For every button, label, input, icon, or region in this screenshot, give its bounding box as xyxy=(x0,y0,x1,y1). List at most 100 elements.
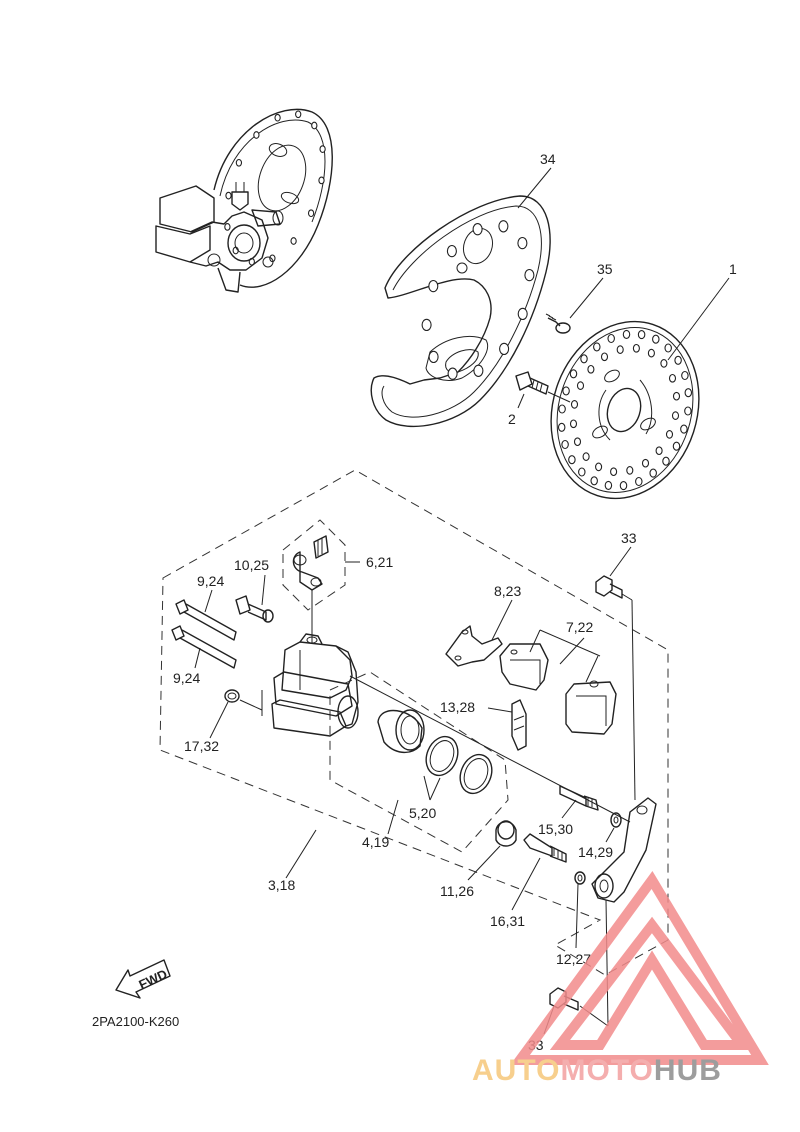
plug-17-32 xyxy=(224,689,263,716)
callout-6-21[interactable]: 6,21 xyxy=(366,554,393,570)
vent-hole xyxy=(428,350,439,364)
callout-33-top[interactable]: 33 xyxy=(621,530,637,546)
piston-kit-outline xyxy=(329,671,509,853)
reference-caliper xyxy=(155,182,284,293)
vent-hole xyxy=(587,364,595,374)
vent-hole xyxy=(665,430,674,439)
brake-pad-front xyxy=(499,643,549,691)
vent-hole xyxy=(604,480,613,490)
pin-9-24-lower xyxy=(171,625,237,669)
vent-hole xyxy=(668,373,677,383)
watermark-logo: AUTOMOTOHUB xyxy=(472,870,769,1087)
shim-13-28 xyxy=(511,699,527,751)
vent-hole xyxy=(576,381,585,390)
bolt-15-30 xyxy=(559,785,599,811)
pin-9-24-upper xyxy=(175,599,237,641)
disc-guard xyxy=(370,195,551,428)
vent-hole xyxy=(428,279,439,293)
vent-hole xyxy=(447,367,458,380)
brake-disc-1 xyxy=(550,320,700,500)
bleeder-set-outline xyxy=(282,519,346,611)
vent-hole xyxy=(295,110,302,119)
vent-hole xyxy=(655,446,663,456)
vent-hole xyxy=(274,113,281,122)
seal-outer xyxy=(425,735,459,777)
callout-1[interactable]: 1 xyxy=(729,261,737,277)
vent-hole xyxy=(641,458,650,468)
bolt-16-31 xyxy=(523,833,567,863)
vent-hole xyxy=(662,456,670,466)
vent-hole xyxy=(318,176,325,185)
vent-hole xyxy=(517,236,528,250)
pads-bracket-line xyxy=(529,629,601,683)
pad-spring-8-23 xyxy=(445,625,503,667)
vent-hole xyxy=(473,364,484,377)
callout-13-28[interactable]: 13,28 xyxy=(440,699,475,715)
callout-9-24-top[interactable]: 9,24 xyxy=(197,573,224,589)
washer-14-29 xyxy=(610,812,622,828)
bolt-2 xyxy=(515,371,571,403)
axis-line-pins xyxy=(349,675,631,823)
vent-hole xyxy=(680,424,688,434)
vent-hole xyxy=(635,476,643,487)
watermark-triangle xyxy=(510,870,769,1065)
callout-4-19[interactable]: 4,19 xyxy=(362,834,389,850)
vent-hole xyxy=(569,369,578,379)
vent-hole xyxy=(562,386,570,396)
callout-3-18[interactable]: 3,18 xyxy=(268,877,295,893)
callout-8-23[interactable]: 8,23 xyxy=(494,583,521,599)
vent-hole xyxy=(319,145,326,153)
callout-labels: 1 34 35 2 33 6,21 10,25 9,24 8,23 7,22 9… xyxy=(173,151,737,1053)
vent-hole xyxy=(607,333,615,344)
callout-35[interactable]: 35 xyxy=(597,261,613,277)
vent-hole xyxy=(671,411,680,420)
leader-lines xyxy=(194,167,730,1035)
vent-hole xyxy=(307,209,315,218)
vent-hole xyxy=(557,422,566,432)
callout-5-20[interactable]: 5,20 xyxy=(409,805,436,821)
callout-10-25[interactable]: 10,25 xyxy=(234,557,269,573)
vent-hole xyxy=(616,345,624,354)
assembly-3-18-outline xyxy=(159,469,669,976)
vent-hole xyxy=(681,370,689,381)
diagram-code: 2PA2100-K260 xyxy=(92,1014,179,1029)
vent-hole xyxy=(632,343,640,353)
vent-hole xyxy=(573,437,582,447)
callout-14-29[interactable]: 14,29 xyxy=(578,844,613,860)
vent-hole xyxy=(225,191,232,200)
vent-hole xyxy=(674,355,682,365)
vent-hole xyxy=(290,237,297,245)
vent-hole xyxy=(269,254,276,263)
vent-hole xyxy=(610,467,618,477)
svg-text:AUTOMOTOHUB: AUTOMOTOHUB xyxy=(472,1054,722,1087)
vent-hole xyxy=(622,329,631,339)
vent-hole xyxy=(499,342,510,356)
callout-34[interactable]: 34 xyxy=(540,151,556,167)
watermark-moto: MOTO xyxy=(560,1054,653,1087)
bolt-33-upper xyxy=(595,575,636,801)
callout-15-30[interactable]: 15,30 xyxy=(538,821,573,837)
bleeder-6-21 xyxy=(292,535,329,591)
watermark-hub: HUB xyxy=(654,1054,722,1087)
vent-hole xyxy=(672,441,681,451)
vent-hole xyxy=(593,342,601,352)
vent-hole xyxy=(561,439,569,450)
vent-hole xyxy=(524,268,535,282)
callout-16-31[interactable]: 16,31 xyxy=(490,913,525,929)
vent-hole xyxy=(619,481,628,491)
callout-2[interactable]: 2 xyxy=(508,411,516,427)
vent-hole xyxy=(421,318,432,332)
vent-hole xyxy=(684,388,693,398)
callout-12-27[interactable]: 12,27 xyxy=(556,951,591,967)
fwd-arrow[interactable]: FWD xyxy=(115,959,171,999)
callout-7-22[interactable]: 7,22 xyxy=(566,619,593,635)
brake-pad-rear xyxy=(565,680,617,735)
vent-hole xyxy=(660,359,668,368)
callout-17-32[interactable]: 17,32 xyxy=(184,738,219,754)
vent-hole xyxy=(684,406,692,416)
seal-inner xyxy=(459,753,493,795)
callout-11-26[interactable]: 11,26 xyxy=(440,883,474,899)
callout-9-24-bottom[interactable]: 9,24 xyxy=(173,670,200,686)
